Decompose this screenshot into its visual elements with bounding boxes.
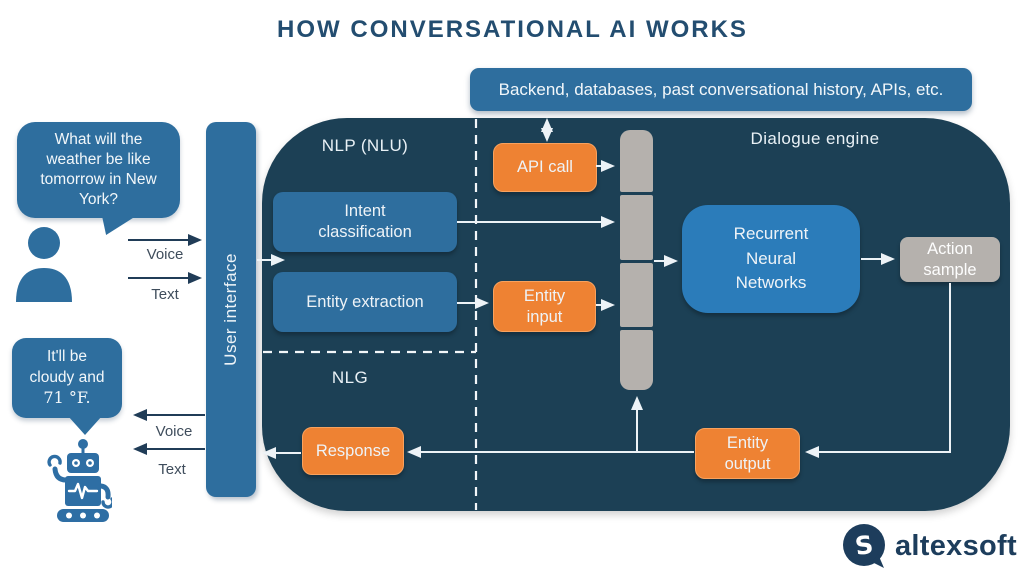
state-slot — [620, 130, 653, 192]
state-slot — [620, 330, 653, 390]
voice-in-label: Voice — [146, 246, 184, 263]
user-question-bubble: What will the weather be like tomorrow i… — [17, 122, 180, 218]
intent-classification-box: Intent classification — [273, 192, 457, 252]
entity-input-box: Entity input — [493, 281, 596, 332]
backend-bar: Backend, databases, past conversational … — [470, 68, 972, 111]
page-title: HOW CONVERSATIONAL AI WORKS — [277, 16, 748, 43]
api-call-box: API call — [493, 143, 597, 192]
user-interface-label: User interface — [221, 253, 240, 366]
entity-output-box: Entity output — [695, 428, 800, 479]
svg-text:S: S — [853, 530, 875, 561]
recurrent-neural-networks-box: Recurrent Neural Networks — [682, 205, 860, 313]
nlp-section-label: NLP (NLU) — [321, 136, 409, 155]
answer-text: It'll be cloudy and — [29, 348, 105, 386]
response-box: Response — [302, 427, 404, 475]
state-slot — [620, 263, 653, 327]
voice-out-label: Voice — [155, 423, 193, 440]
entity-extraction-box: Entity extraction — [273, 272, 457, 332]
person-icon — [16, 227, 72, 302]
question-bubble-tail — [102, 216, 136, 235]
robot-icon — [47, 439, 112, 522]
dialogue-state-bar — [620, 130, 653, 390]
text-in-label: Text — [151, 286, 179, 303]
answer-bubble-tail — [68, 416, 102, 435]
bot-answer-bubble: It'll be cloudy and 71 °F. — [12, 338, 122, 418]
action-sample-box: Action sample — [900, 237, 1000, 282]
user-interface-bar: User interface — [206, 122, 256, 497]
state-slot — [620, 195, 653, 260]
dialogue-engine-label: Dialogue engine — [750, 129, 880, 148]
logo-wordmark: altexsoft — [895, 530, 1017, 562]
nlg-section-label: NLG — [331, 368, 369, 387]
speech-bubble-s-icon: S — [843, 524, 885, 568]
answer-temperature: 71 °F. — [43, 387, 91, 407]
altexsoft-logo: S altexsoft — [843, 524, 1017, 569]
text-out-label: Text — [158, 461, 186, 478]
